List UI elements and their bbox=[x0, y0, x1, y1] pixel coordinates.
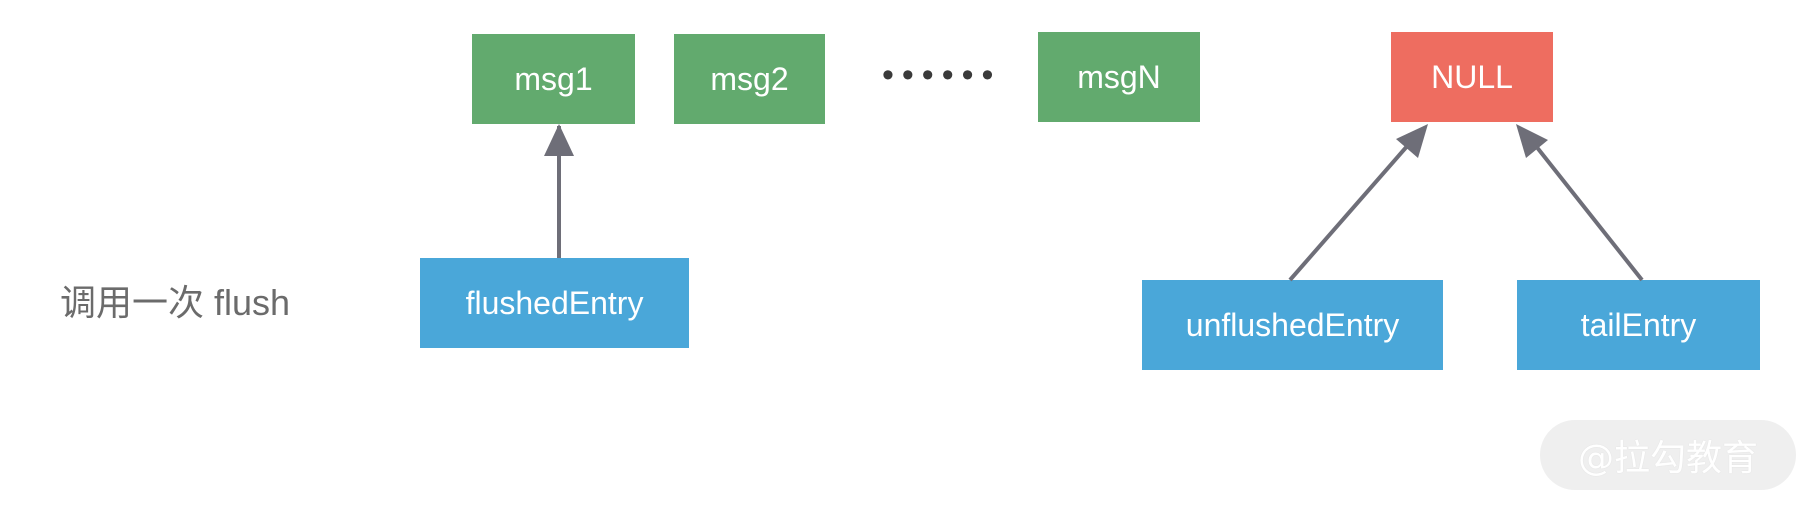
null-box: NULL bbox=[1391, 32, 1553, 122]
ellipsis: •••••• bbox=[882, 56, 1002, 94]
msg2-box: msg2 bbox=[674, 34, 825, 124]
tail-entry-box: tailEntry bbox=[1517, 280, 1760, 370]
msgN-box: msgN bbox=[1038, 32, 1200, 122]
unflushed-entry-box: unflushedEntry bbox=[1142, 280, 1443, 370]
msg1-box: msg1 bbox=[472, 34, 635, 124]
unflushed-arrowhead bbox=[1396, 124, 1428, 158]
unflushed-arrow bbox=[1288, 134, 1418, 282]
step-label: 调用一次 flush bbox=[60, 282, 291, 323]
flushed-arrowhead bbox=[544, 124, 574, 156]
tail-arrow bbox=[1526, 134, 1644, 282]
flushed-entry-box: flushedEntry bbox=[420, 258, 689, 348]
tail-arrowhead bbox=[1516, 124, 1548, 158]
watermark: @拉勾教育 bbox=[1540, 420, 1796, 490]
